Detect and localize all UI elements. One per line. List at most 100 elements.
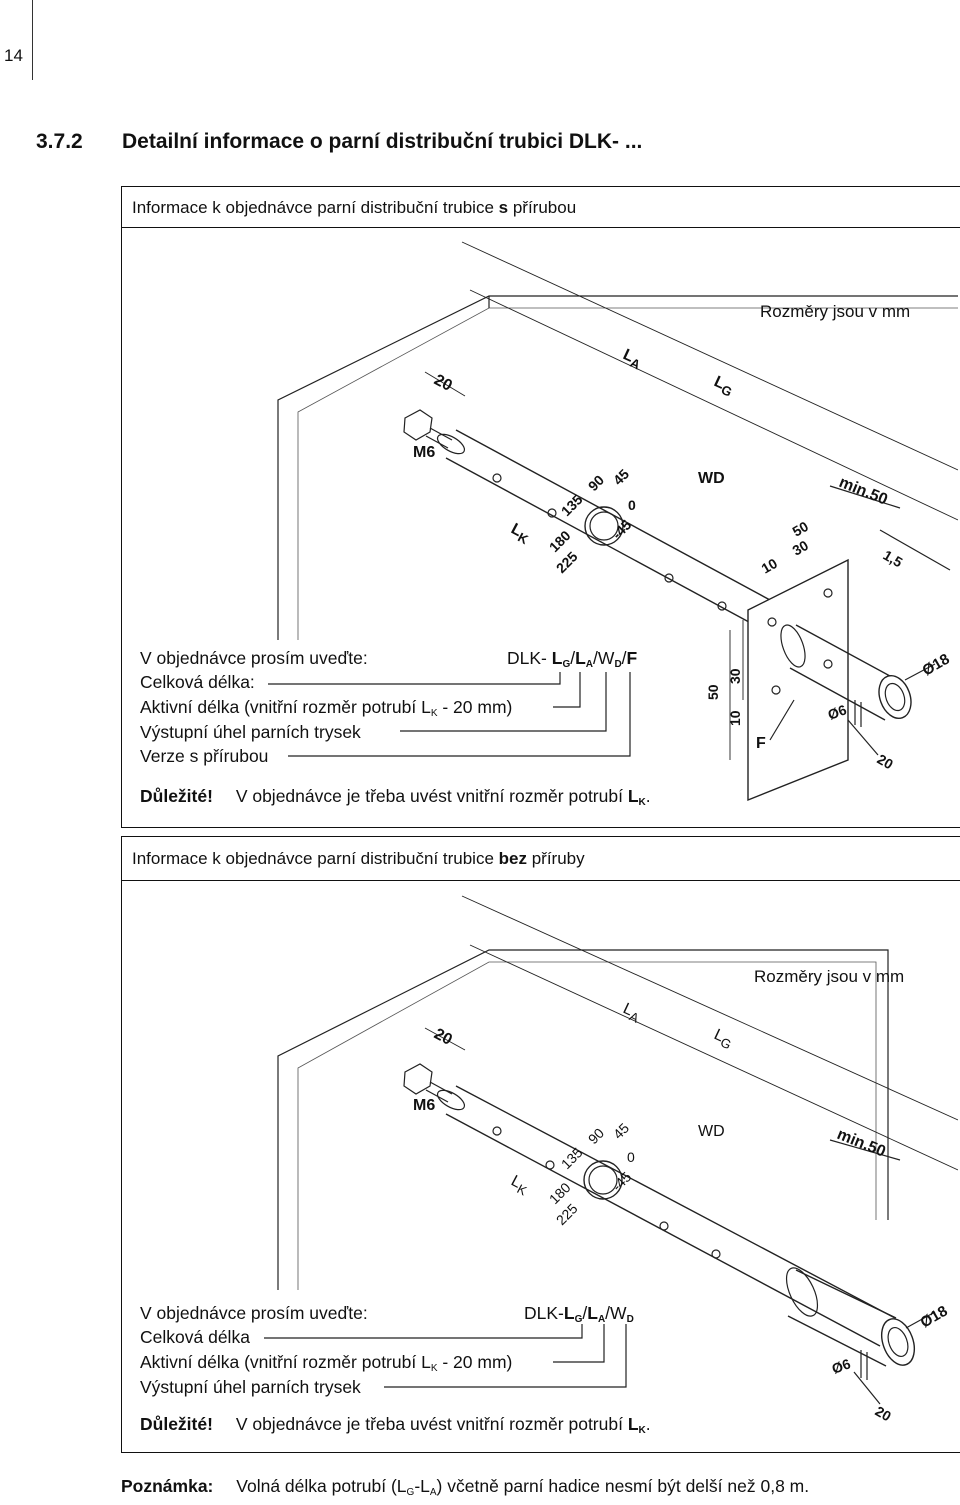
noflange-pipe-top-edge (455, 1085, 896, 1319)
noflange-label-M6: M6 (413, 1097, 435, 1114)
flange-code-slash3: / (621, 648, 627, 668)
outlet-end (878, 674, 912, 720)
noflange-label-LG: LG (710, 1026, 736, 1052)
flange-plate (747, 558, 849, 802)
pipe-bottom-edge (445, 457, 761, 629)
flange-label-LG: LG (710, 373, 736, 400)
flange-vdim-10: 10 (727, 710, 743, 726)
flange-label-LA: LA (619, 346, 645, 372)
section-title: Detailní informace o parní distribuční t… (122, 130, 643, 153)
noflange-code-WD: WD (610, 1303, 634, 1325)
noflange-angle-0: 0 (627, 1149, 635, 1165)
noflange-important-LK: LK (627, 1414, 646, 1436)
flange-order-line-active: Aktivní délka (vnitřní rozměr potrubí LK… (140, 697, 513, 719)
flange-label-b20: 20 (875, 751, 897, 773)
noflange-label-WD: WD (698, 1123, 725, 1140)
angle-gauge-inner (589, 511, 619, 541)
flange-important: Důležité! V objednávce je třeba uvést vn… (140, 784, 651, 815)
flange-code-LG: LG (551, 648, 571, 670)
noflange-cabinet-outline (277, 949, 889, 1290)
noflange-angle-gauge-outer (583, 1160, 623, 1200)
noflange-important: Důležité! V objednávce je třeba uvést vn… (140, 1412, 651, 1443)
noflange-code-prefix: DLK- (524, 1303, 564, 1323)
flange-box-title: Informace k objednávce parní distribuční… (122, 187, 960, 228)
noflange-code-LA: LA (587, 1303, 606, 1325)
flange-title-suffix: přírubou (508, 198, 577, 217)
flange-label-M6: M6 (413, 444, 435, 461)
flange-code-slash2: / (593, 648, 598, 668)
noflange-label-LK: LK (507, 1173, 532, 1199)
flange-vdim-30: 30 (727, 668, 743, 684)
flange-label-LK: LK (507, 521, 534, 548)
footnote-label: Poznámka: (121, 1476, 214, 1496)
flange-important-end: . (645, 786, 651, 806)
noflange-label-LA: LA (619, 1000, 644, 1026)
flange-code-LA: LA (575, 648, 594, 670)
flange-order-code: DLK- LG/LA/WD/F (507, 646, 637, 677)
flange-angle-90: 90 (585, 472, 607, 494)
flange-dim-1-5: 1,5 (881, 547, 906, 571)
noflange-bracket-lines (264, 1324, 627, 1388)
noflange-important-end: . (645, 1414, 651, 1434)
noflange-drawing: LA LG 20 M6 WD min.50 LK 135 90 45 0 -45… (264, 895, 958, 1425)
flange-order-box: Informace k objednávce parní distribuční… (121, 186, 960, 828)
noflange-important-label: Důležité! (140, 1414, 213, 1434)
bolt-head (403, 409, 433, 441)
flange-angle-0: 0 (628, 497, 636, 513)
flange-order-intro: V objednávce prosím uveďte: (140, 648, 368, 668)
footnote-text: Volná délka potrubí (LG-LA) včetně parní… (236, 1476, 810, 1498)
angle-gauge-outer (584, 506, 624, 546)
noflange-order-line-total: Celková délka (140, 1327, 250, 1347)
flange-vdim-50: 50 (705, 684, 721, 700)
noflange-important-text: V objednávce je třeba uvést vnitřní rozm… (235, 1414, 628, 1434)
flange-order-line-total: Celková délka: (140, 672, 255, 692)
footnote: Poznámka: Volná délka potrubí (LG-LA) vč… (121, 1474, 809, 1505)
flange-label-o18: Ø18 (920, 651, 953, 680)
noflange-label-min50: min.50 (835, 1126, 888, 1161)
flange-label-F: F (756, 735, 766, 752)
flange-code-F: F (626, 648, 638, 668)
flange-dim-10: 10 (759, 555, 781, 577)
flange-angle-135: 135 (558, 491, 586, 519)
flange-title-bold: s (498, 198, 509, 217)
flange-label-o6: Ø6 (826, 701, 849, 722)
noflange-outlet-end (880, 1318, 916, 1366)
noflange-code-slash1: / (582, 1303, 588, 1323)
noflange-order-line-active: Aktivní délka (vnitřní rozměr potrubí LK… (140, 1352, 513, 1374)
noflange-code-LG: LG (563, 1303, 583, 1325)
flange-angle-45: 45 (610, 466, 632, 488)
noflange-title-bold: bez (498, 849, 527, 868)
flange-title-text: Informace k objednávce parní distribuční… (132, 198, 499, 217)
noflange-angle-90: 90 (585, 1125, 607, 1147)
noflange-title-text: Informace k objednávce parní distribuční… (132, 849, 499, 868)
noflange-cabinet-inner (297, 961, 877, 1290)
section-number: 3.7.2 (36, 130, 83, 153)
section-heading: 3.7.2 Detailní informace o parní distribu… (36, 130, 642, 154)
cabinet-outline (277, 295, 958, 640)
noflange-angle-45: 45 (610, 1120, 632, 1142)
noflange-order-box: Informace k objednávce parní distribuční… (121, 836, 960, 1453)
flange-label-WD: WD (698, 470, 725, 487)
noflange-label-20: 20 (431, 1026, 455, 1049)
flange-dimensions-note: Rozměry jsou v mm (760, 302, 911, 321)
margin-line (32, 0, 33, 80)
nozzle-holes (492, 473, 727, 611)
flange-important-LK: LK (627, 786, 646, 808)
noflange-order-intro: V objednávce prosím uveďte: (140, 1303, 368, 1323)
flange-drawing: LA LG 20 M6 WD min.50 LK 135 90 45 0 -45… (268, 241, 958, 802)
cabinet-inner-outline (297, 307, 958, 640)
pipe-end-cap (436, 433, 466, 455)
flange-dim-50: 50 (790, 518, 812, 540)
flange-important-label: Důležité! (140, 786, 213, 806)
flange-label-20: 20 (431, 372, 455, 395)
noflange-dimensions-note: Rozměry jsou v mm (754, 967, 905, 986)
flange-angle-neg45: -45 (609, 516, 635, 542)
flange-code-prefix: DLK- (507, 648, 552, 668)
flange-order-line-version: Verze s přírubou (140, 746, 269, 766)
flange-important-text: V objednávce je třeba uvést vnitřní rozm… (235, 786, 628, 806)
noflange-bolt-head (403, 1063, 433, 1095)
flange-code-slash1: / (570, 648, 576, 668)
flange-dim-30: 30 (790, 537, 812, 559)
flange-label-min50: min.50 (837, 474, 890, 509)
noflange-label-b20: 20 (873, 1403, 895, 1425)
